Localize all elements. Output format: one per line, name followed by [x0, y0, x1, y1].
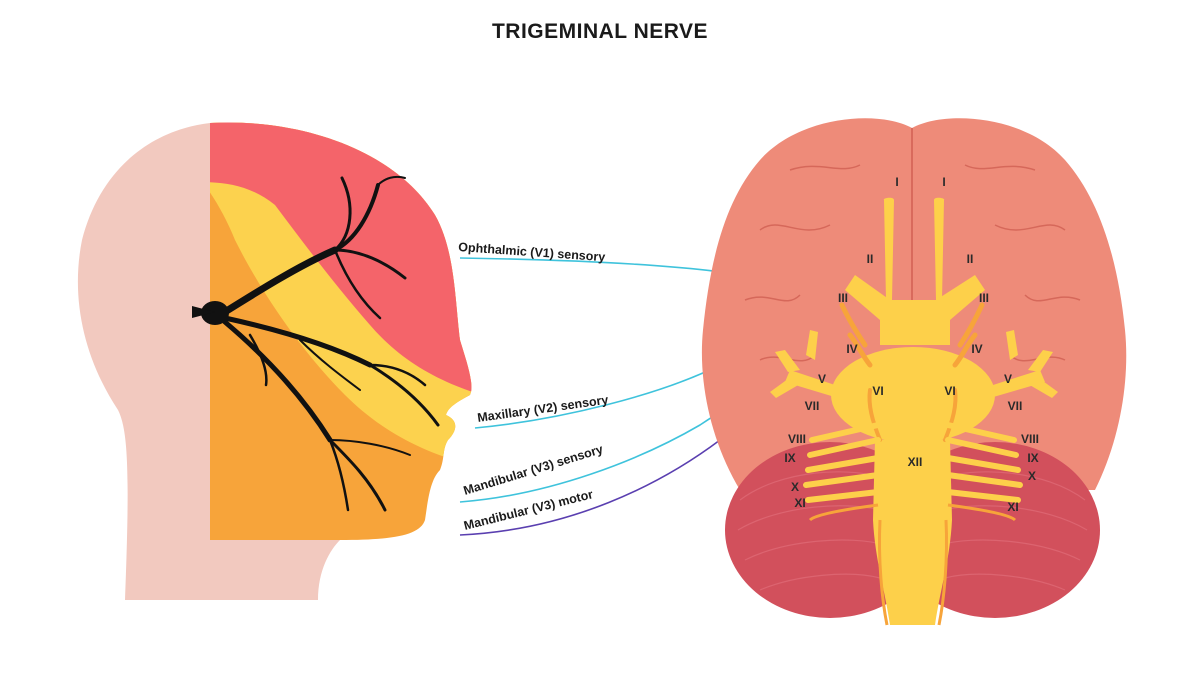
brain-illustration: I II III IV V VI VII VIII IX X XI I II I… [701, 118, 1127, 626]
cn-label-right: VIII [1021, 432, 1039, 446]
cn-label-right: III [979, 291, 989, 305]
cranial-nerve-labels-right: I II III IV V VI VII VIII IX X XI [942, 175, 1039, 514]
nerve-root [192, 306, 215, 318]
cn-label-left: IV [846, 342, 857, 356]
cn-label-right: IV [971, 342, 982, 356]
lower-cranial-nerves-right [945, 422, 1023, 503]
nerve-V1-right [1006, 330, 1018, 360]
brainstem-nerves [770, 197, 1058, 625]
nerve-V-branch-2-right [1028, 376, 1058, 398]
cn-label-right: IX [1027, 451, 1038, 465]
cn-label-left: X [791, 480, 799, 494]
cn-label-right: I [942, 175, 945, 189]
gyri [744, 164, 1081, 362]
cn-label-left: VI [872, 384, 883, 398]
nerve-I-right [934, 197, 945, 300]
cn-label-right: VII [1008, 399, 1023, 413]
label-ophthalmic: Ophthalmic (V1) sensory [458, 240, 606, 264]
cn-label-left: III [838, 291, 848, 305]
cn-label-right: XI [1007, 500, 1018, 514]
face-zones [210, 122, 472, 540]
head-skin [77, 123, 341, 600]
cranial-nerve-labels-left: I II III IV V VI VII VIII IX X XI [784, 175, 898, 510]
nerve-V-branch-2-left [770, 376, 800, 398]
cn-label-right: II [967, 252, 974, 266]
cn-label-left: VII [805, 399, 820, 413]
optic-chiasm [845, 275, 985, 345]
oculomotor-nerves [839, 302, 985, 368]
head-illustration [77, 122, 472, 600]
nerve-V-branch-1-left [775, 350, 800, 372]
nerve-I-left [883, 197, 894, 300]
cn-label-left: I [895, 175, 898, 189]
trigeminal-ganglion [201, 301, 229, 325]
abducens-nerves [867, 388, 958, 442]
diagram-title: TRIGEMINAL NERVE [492, 20, 708, 43]
accessory-nerves [808, 503, 1017, 626]
cn-label-right: VI [944, 384, 955, 398]
cn-label-left: II [867, 252, 874, 266]
cn-label-left: VIII [788, 432, 806, 446]
cn-label-left: IX [784, 451, 795, 465]
nerve-V-root-left [785, 370, 838, 398]
nerve-V-branch-1-right [1028, 350, 1053, 372]
cn-label-right: V [1004, 372, 1012, 386]
cn-label-left: V [818, 372, 826, 386]
medulla [873, 440, 952, 625]
trigeminal-branches [216, 175, 440, 512]
cn-label-right: X [1028, 469, 1036, 483]
nerve-V-root-right [990, 370, 1045, 398]
cn-label-center: XII [908, 455, 923, 469]
label-maxillary: Maxillary (V2) sensory [476, 393, 609, 425]
nerve-V1-left [806, 330, 818, 360]
lower-cranial-nerves-left [803, 422, 881, 503]
cn-label-left: XI [794, 496, 805, 510]
